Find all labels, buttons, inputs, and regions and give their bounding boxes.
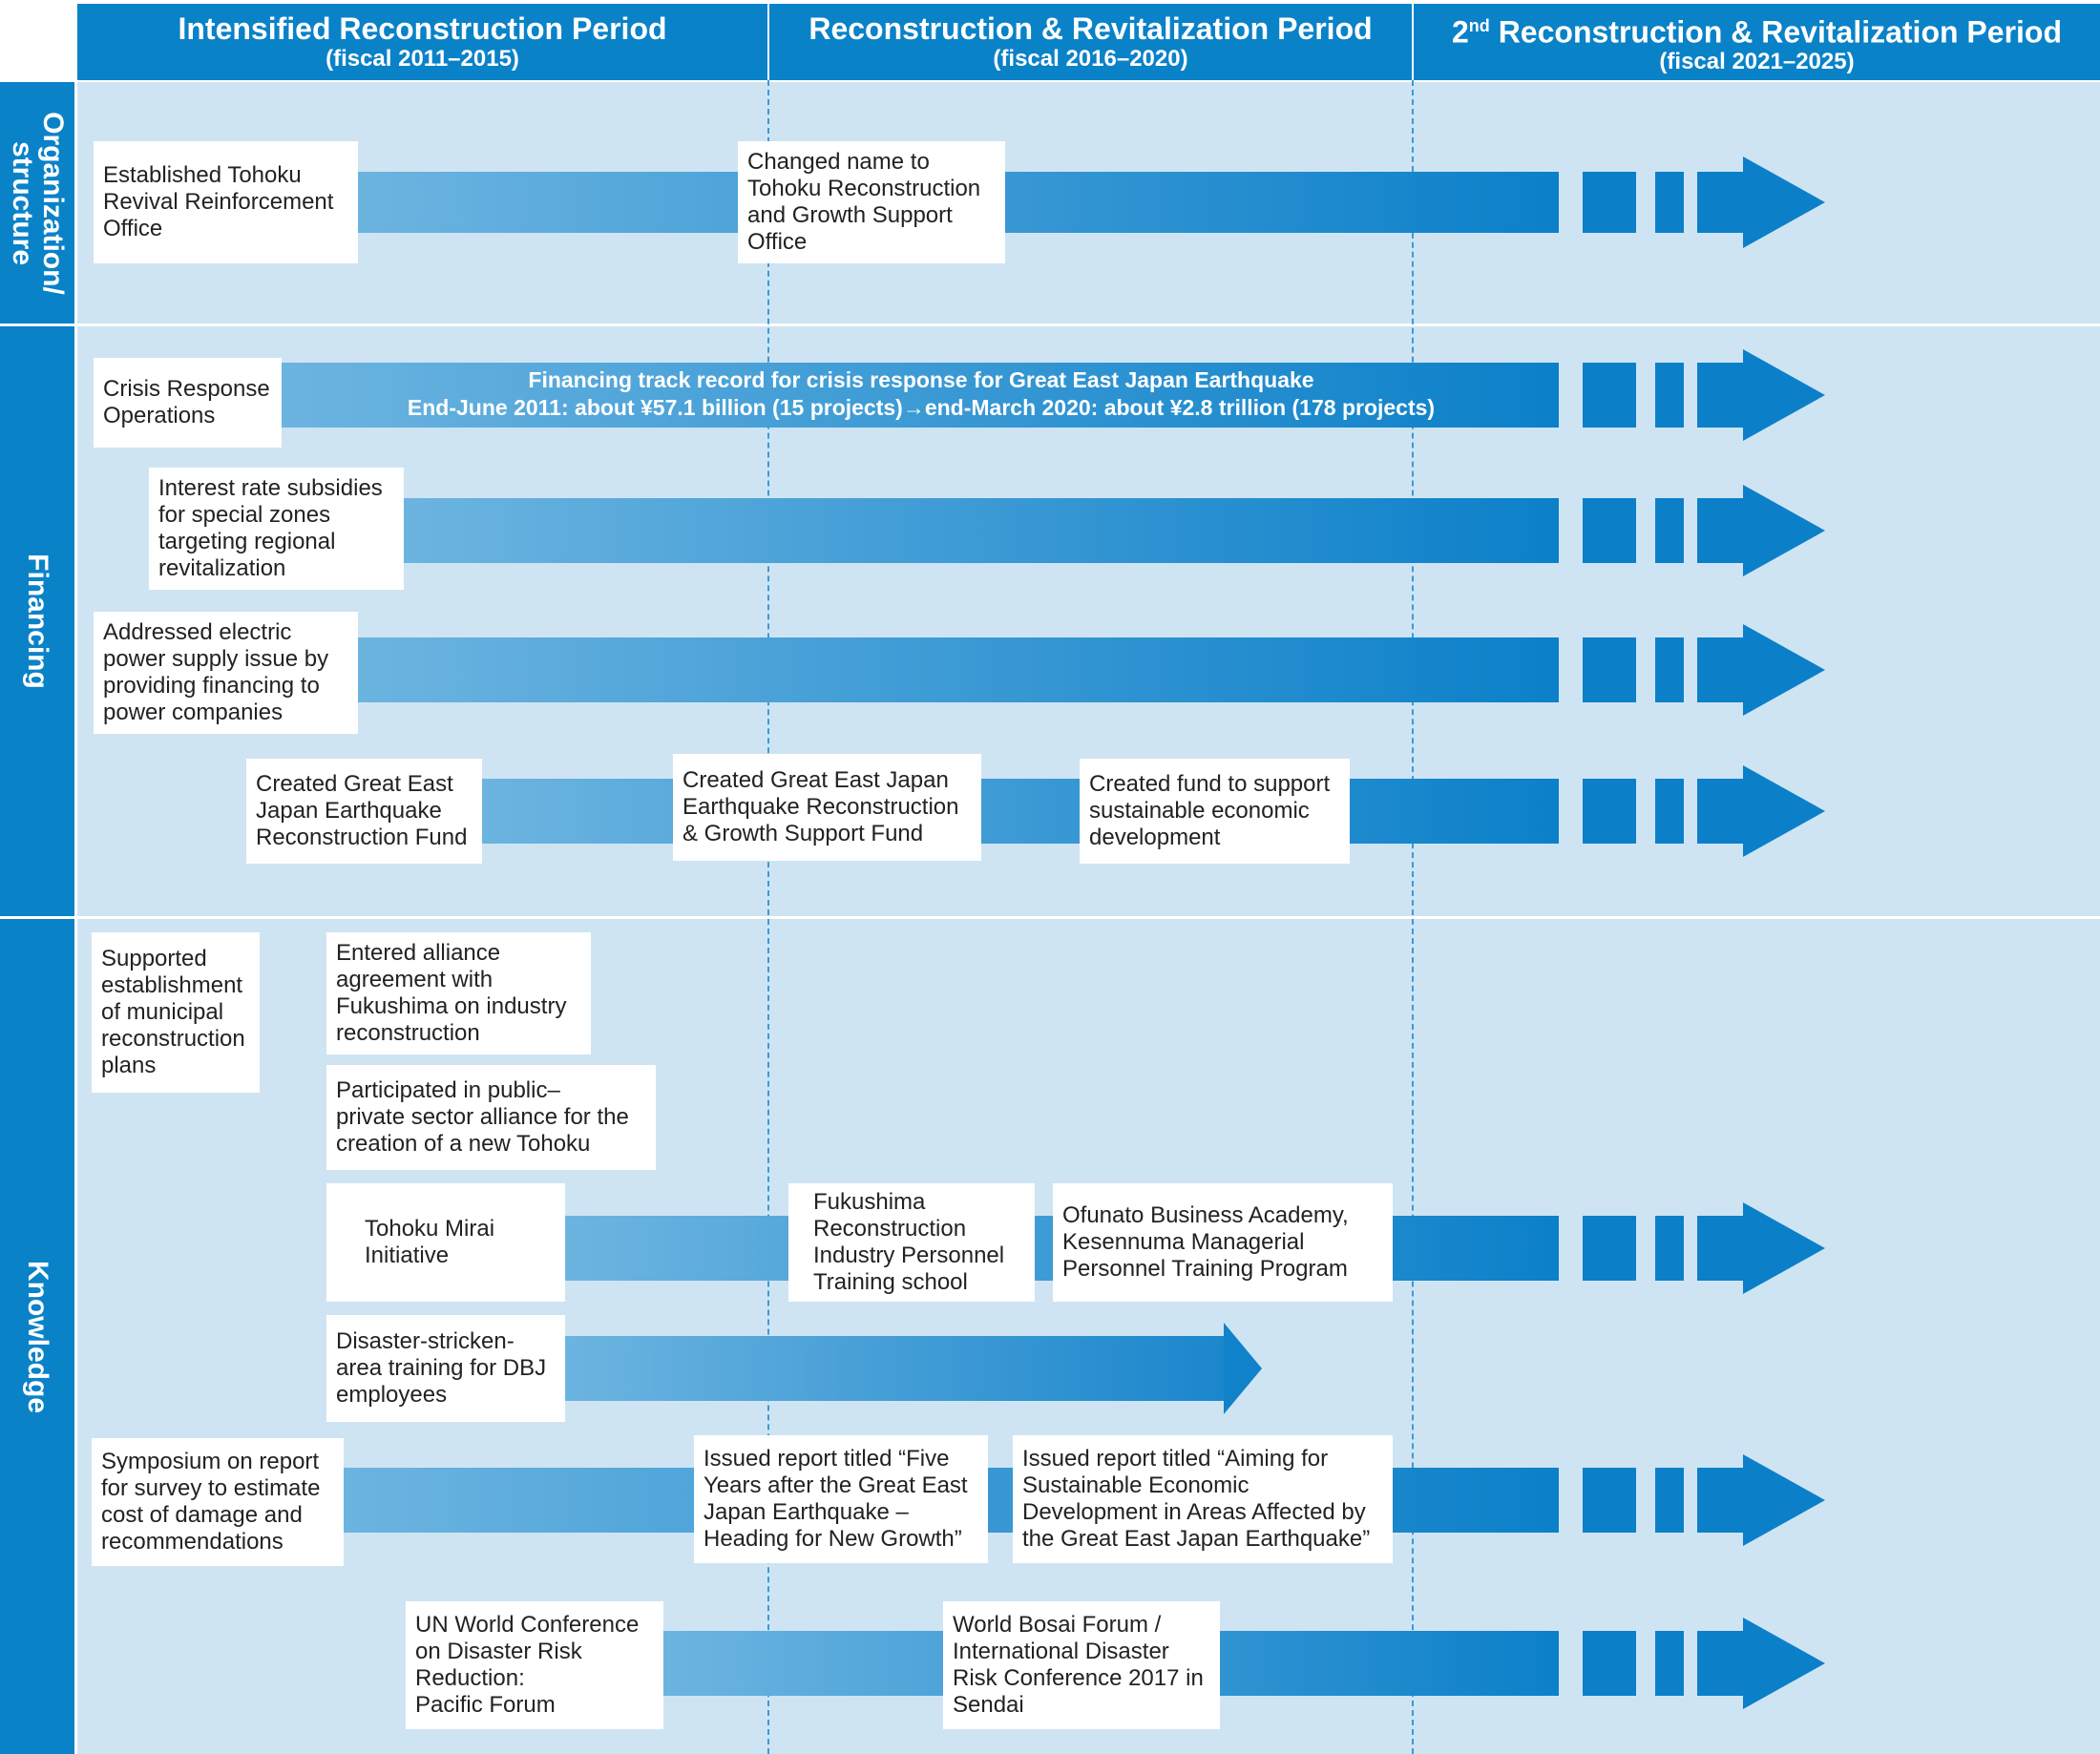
report-sustainable-box: Issued report titled “Aiming for Sustain… [1013, 1435, 1393, 1563]
arrow-head-icon [1743, 349, 1825, 441]
timeline-bar [404, 498, 1559, 563]
arrow-stem [1697, 779, 1743, 844]
arrow-stem [1697, 1631, 1743, 1696]
bar-dash [1655, 1631, 1684, 1696]
period-header-2: Reconstruction & Revitalization Period (… [769, 4, 1412, 80]
bosai-forum-box: World Bosai Forum / International Disast… [943, 1601, 1220, 1729]
arrow-head-icon [1743, 765, 1825, 857]
section-label-financing: Financing [0, 326, 74, 916]
period-header-1: Intensified Reconstruction Period (fisca… [77, 4, 767, 80]
reconstruction-fund-box: Created Great East Japan Earthquake Reco… [246, 759, 482, 864]
un-conference-box: UN World Conference on Disaster Risk Red… [406, 1601, 663, 1729]
bar-dash [1655, 1468, 1684, 1533]
bar-dash [1583, 1468, 1636, 1533]
dbj-training-box: Disaster-stricken- area training for DBJ… [326, 1315, 565, 1422]
bar-dash [1583, 363, 1636, 428]
interest-subsidies-box: Interest rate subsidies for special zone… [149, 468, 404, 590]
arrow-stem [1697, 172, 1743, 233]
arrow-stem [1697, 1216, 1743, 1281]
municipal-plans-box: Supported establishment of municipal rec… [92, 932, 260, 1093]
timeline-bar [565, 1336, 1231, 1401]
bar-dash [1583, 1216, 1636, 1281]
bar-dash [1655, 779, 1684, 844]
established-office-box: Established Tohoku Revival Reinforcement… [94, 141, 358, 263]
arrow-head-icon [1743, 1454, 1825, 1546]
arrow-stem [1697, 637, 1743, 702]
bar-dash [1655, 363, 1684, 428]
growth-support-fund-box: Created Great East Japan Earthquake Reco… [673, 754, 981, 861]
arrow-head-icon [1743, 1618, 1825, 1709]
arrow-head-icon [1224, 1323, 1262, 1414]
period-header-3: 2nd Reconstruction & Revitalization Peri… [1414, 4, 2100, 80]
bar-dash [1655, 172, 1684, 233]
electric-power-box: Addressed electric power supply issue by… [94, 612, 358, 734]
timeline-bar [282, 363, 1559, 428]
arrow-head-icon [1743, 1202, 1825, 1294]
period-title: Reconstruction & Revitalization Period [808, 11, 1373, 46]
arrow-head-icon [1743, 624, 1825, 716]
period-divider-1 [767, 80, 769, 1754]
fukushima-alliance-box: Entered alliance agreement with Fukushim… [326, 932, 591, 1054]
arrow-stem [1697, 363, 1743, 428]
timeline-bar [482, 779, 1559, 844]
section-label-knowledge: Knowledge [0, 919, 74, 1754]
section-label-organization: Organization/ structure [0, 82, 74, 324]
period-title: 2nd Reconstruction & Revitalization Peri… [1452, 14, 2062, 50]
arrow-stem [1697, 498, 1743, 563]
tohoku-mirai-box: Tohoku Mirai Initiative [326, 1183, 565, 1302]
ofunato-academy-box: Ofunato Business Academy, Kesennuma Mana… [1053, 1183, 1393, 1302]
bar-dash [1583, 779, 1636, 844]
track-record-text: Financing track record for crisis respon… [407, 367, 1436, 420]
period-years: (fiscal 2016–2020) [993, 46, 1188, 72]
public-private-alliance-box: Participated in public– private sector a… [326, 1065, 656, 1170]
bar-dash [1583, 1631, 1636, 1696]
bar-dash [1655, 1216, 1684, 1281]
period-years: (fiscal 2011–2015) [326, 46, 519, 72]
timeline-bar [358, 637, 1559, 702]
arrow-head-icon [1743, 485, 1825, 576]
arrow-stem [1697, 1468, 1743, 1533]
bar-dash [1583, 498, 1636, 563]
arrow-head-icon [1743, 157, 1825, 248]
period-title: Intensified Reconstruction Period [178, 11, 667, 46]
bar-dash [1583, 172, 1636, 233]
bar-dash [1583, 637, 1636, 702]
period-divider-2 [1412, 80, 1414, 1754]
crisis-response-box: Crisis Response Operations [94, 358, 282, 448]
bar-dash [1655, 637, 1684, 702]
bar-dash [1655, 498, 1684, 563]
fukushima-school-box: Fukushima Reconstruction Industry Person… [788, 1183, 1035, 1302]
report-five-years-box: Issued report titled “Five Years after t… [694, 1435, 988, 1563]
symposium-box: Symposium on report for survey to estima… [92, 1438, 344, 1566]
period-years: (fiscal 2021–2025) [1659, 49, 1855, 75]
sustainable-fund-box: Created fund to support sustainable econ… [1080, 759, 1350, 864]
changed-name-box: Changed name to Tohoku Reconstruction an… [738, 141, 1005, 263]
